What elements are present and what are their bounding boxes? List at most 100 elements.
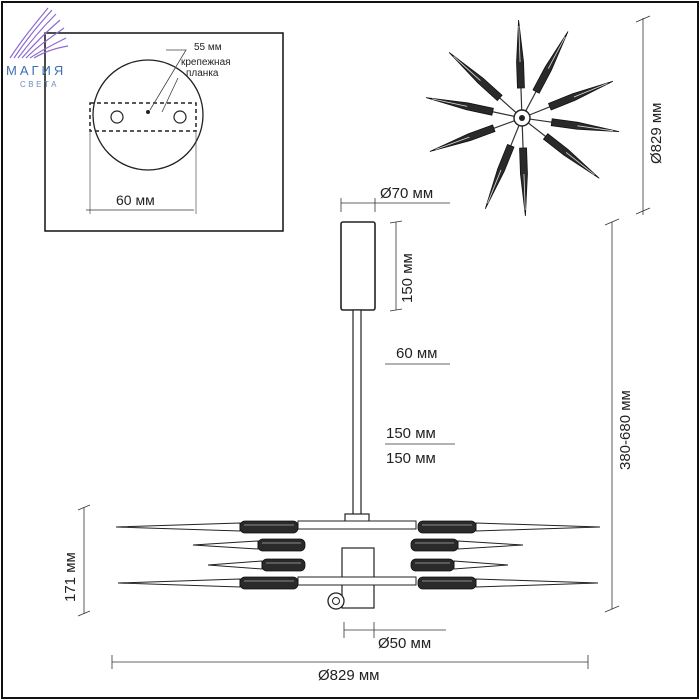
canopy-diameter-label: Ø70 мм [380, 185, 434, 202]
spike-highlight [435, 136, 470, 150]
canopy-height-label: 150 мм [399, 253, 416, 303]
plate-label-line1: крепежная [181, 57, 231, 68]
arm-tube [239, 520, 299, 534]
spike-stem [492, 111, 517, 118]
star-spike [516, 20, 525, 113]
arm-spike [475, 522, 601, 532]
arm-tube [257, 538, 306, 552]
arm-tube [410, 538, 459, 552]
hub-body [341, 547, 375, 579]
spike-stem [527, 106, 551, 117]
spike-highlight [431, 98, 468, 107]
total-height-tick-top [604, 218, 620, 226]
top-view-star [426, 20, 620, 216]
brand-subtitle: СВЕТА [20, 80, 59, 89]
body-height-tick-bottom [77, 610, 91, 617]
spike-stem [521, 123, 524, 149]
rod-3-label: 150 мм [386, 450, 436, 467]
star-spike [527, 80, 614, 117]
star-spike [484, 123, 521, 210]
arm-tube [239, 576, 299, 590]
canopy-height-tick-top [389, 220, 403, 224]
star-spike [527, 118, 620, 133]
arm-spike [115, 522, 241, 532]
total-height-label: 380-680 мм [617, 390, 634, 470]
spike-highlight [487, 169, 502, 204]
screw-hole-left [110, 110, 124, 124]
arm-tube [410, 558, 455, 572]
spike-body [547, 80, 614, 111]
inset-spacing-label: 60 мм [116, 192, 155, 208]
canopy-height-tick-bottom [389, 308, 403, 312]
arm-spike [207, 560, 263, 570]
brand-emblem-icon [9, 7, 69, 59]
total-height-tick-bottom [604, 605, 620, 613]
spike-highlight [523, 173, 526, 210]
spike-highlight [518, 26, 521, 63]
spike-highlight [453, 56, 481, 81]
spike-stem [527, 118, 552, 123]
spike-stem [524, 91, 537, 113]
spike-highlight [547, 36, 566, 69]
star-spike [519, 123, 528, 216]
mounting-plate [89, 102, 197, 132]
arm-spike [117, 578, 241, 588]
canopy [340, 221, 376, 311]
spike-body [429, 124, 496, 152]
star-hub-center [519, 115, 525, 121]
star-spike [448, 52, 518, 115]
spike-stem [499, 97, 518, 115]
top-view-diameter-label: Ø829 мм [648, 102, 665, 165]
hub-knob [327, 592, 345, 610]
brand-logo: МАГИЯ СВЕТА [0, 0, 80, 100]
screw-hole-right [173, 110, 187, 124]
brand-name: МАГИЯ [6, 63, 67, 78]
top-view-tick-top [635, 15, 651, 23]
spike-body [426, 97, 494, 116]
spike-body [550, 118, 620, 133]
body-height-tick-top [77, 504, 91, 511]
arm-tube [417, 520, 477, 534]
star-spike [426, 97, 517, 118]
arm-crossbar [297, 520, 417, 530]
plate-width-label: 55 мм [194, 42, 222, 53]
arm-spike [453, 560, 509, 570]
spike-stem [493, 119, 517, 129]
spike-body [532, 31, 569, 94]
arm-spike [457, 540, 524, 550]
spike-stem [510, 123, 521, 147]
spike-highlight [577, 125, 614, 132]
arm-spike [192, 540, 259, 550]
rod-2-label: 150 мм [386, 425, 436, 442]
arm-spike [475, 578, 599, 588]
mounting-detail-box [44, 32, 284, 232]
center-point [146, 110, 150, 114]
rod-1-label: 60 мм [396, 345, 438, 362]
plate-width-leader [149, 49, 187, 111]
star-spike [429, 119, 517, 152]
side-view-arms [115, 520, 601, 590]
spike-highlight [573, 83, 608, 98]
canopy-circle [92, 59, 204, 171]
top-view-tick-bottom [635, 207, 651, 215]
arm-tube [417, 576, 477, 590]
plate-label-line2: планка [186, 68, 219, 79]
suspension-rod [352, 309, 362, 517]
arm-crossbar [297, 576, 417, 586]
arm-tube [261, 558, 306, 572]
plate-label-leader [161, 77, 179, 113]
spike-body [484, 143, 515, 210]
star-spike [524, 31, 569, 113]
star-spike [526, 121, 600, 179]
spike-body [516, 20, 525, 89]
spike-highlight [565, 152, 595, 175]
spike-stem [520, 87, 523, 113]
overall-diameter-label: Ø829 мм [318, 667, 380, 684]
hub-diameter-label: Ø50 мм [378, 635, 432, 652]
spike-body [519, 147, 528, 216]
body-height-label: 171 мм [62, 552, 79, 602]
spike-stem [526, 121, 547, 137]
hub-knob-inner [332, 597, 340, 605]
